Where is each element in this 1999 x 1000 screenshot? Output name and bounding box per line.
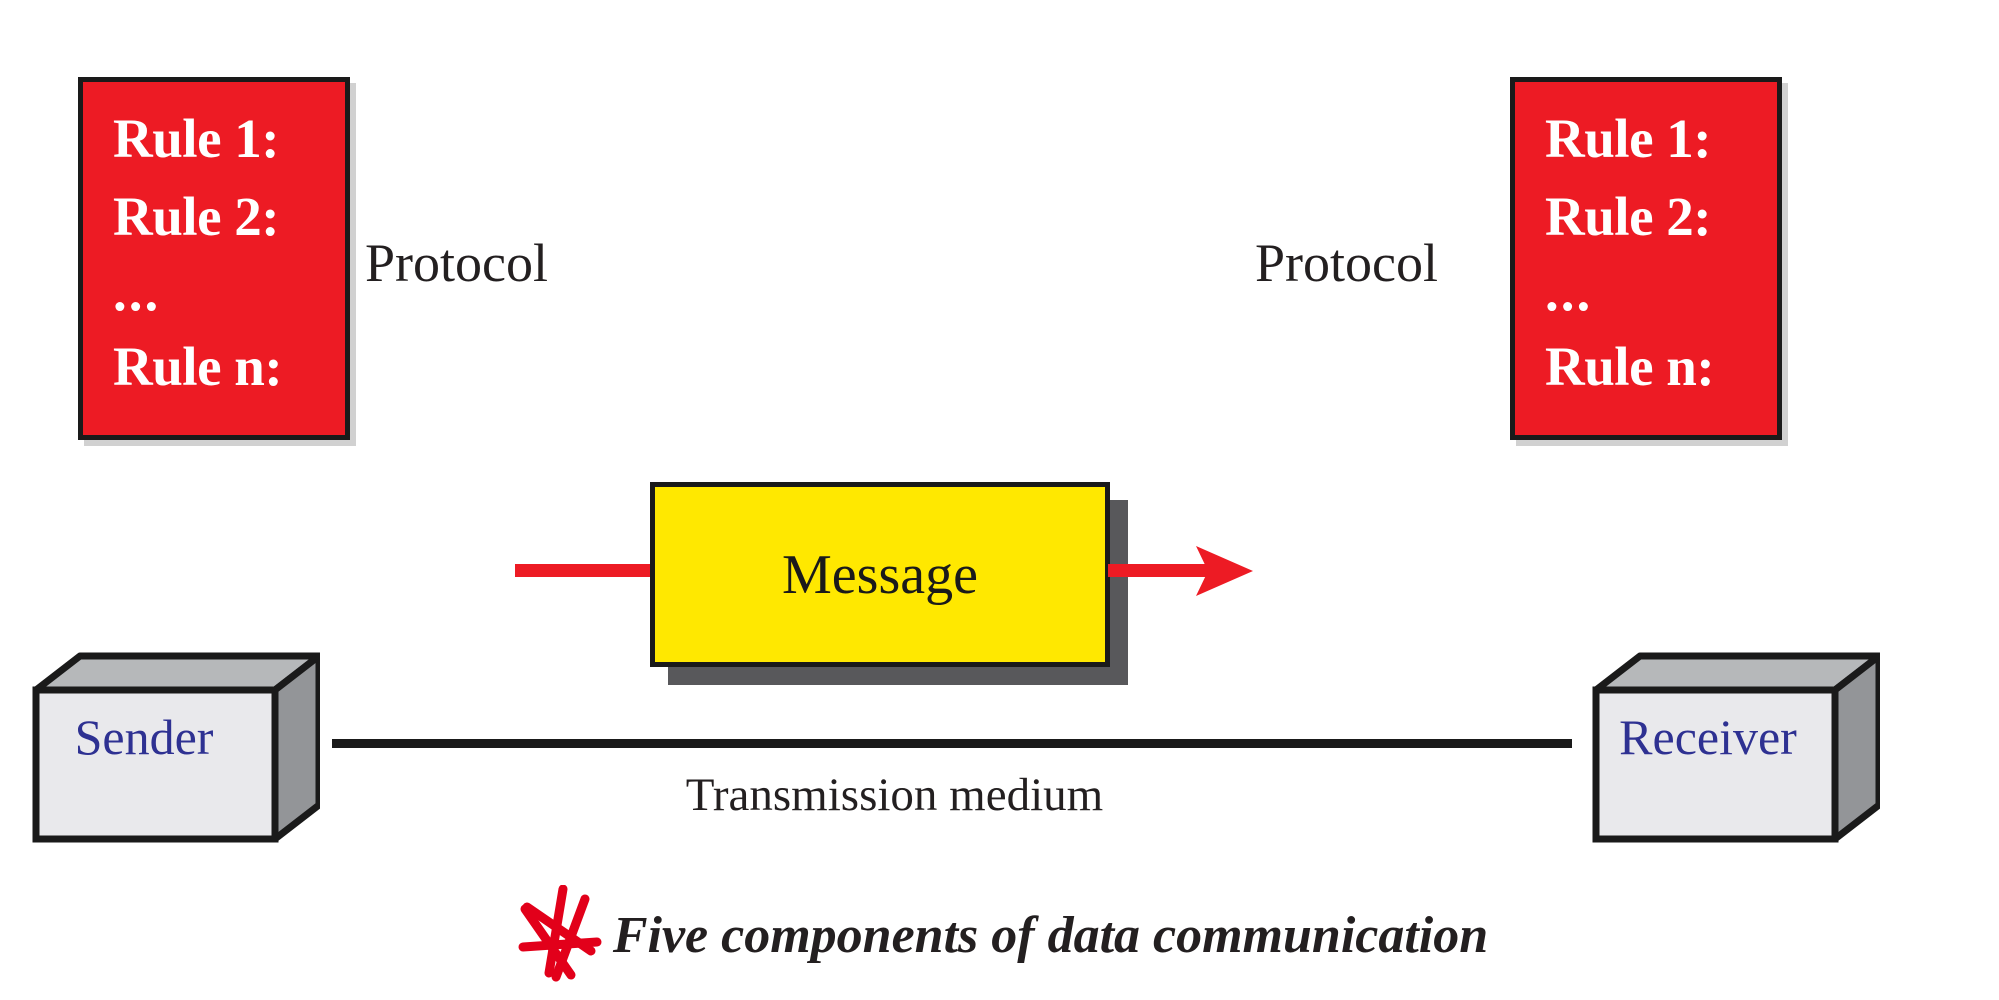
protocol-box-sender: Rule 1: Rule 2: ... Rule n: <box>78 77 350 440</box>
protocol-rule-1: Rule 1: <box>113 108 280 169</box>
protocol-label-sender: Protocol <box>365 233 548 293</box>
receiver-device: Receiver <box>1590 650 1880 845</box>
message-box: Message <box>650 482 1110 667</box>
transmission-medium-line <box>332 739 1572 748</box>
protocol-rule-2: Rule 2: <box>113 186 280 247</box>
protocol-label-receiver: Protocol <box>1255 233 1438 293</box>
protocol-box-receiver: Rule 1: Rule 2: ... Rule n: <box>1510 77 1782 440</box>
right-arrow-icon <box>1108 546 1253 596</box>
protocol-rule-n: Rule n: <box>1545 336 1715 397</box>
protocol-rule-n: Rule n: <box>113 336 283 397</box>
3d-box-icon <box>1592 652 1880 843</box>
caption: Five components of data communication <box>0 885 1999 985</box>
message-label: Message <box>782 543 978 606</box>
sender-label: Sender <box>74 709 214 765</box>
message-flow-line <box>515 564 655 577</box>
3d-box-icon <box>32 652 320 843</box>
transmission-medium-label-wrap: Transmission medium <box>0 768 1999 822</box>
protocol-rule-ellipsis: ... <box>1545 261 1593 322</box>
protocol-rule-2: Rule 2: <box>1545 186 1712 247</box>
red-star-icon <box>518 885 602 982</box>
sender-device: Sender <box>30 650 320 845</box>
protocol-rule-ellipsis: ... <box>113 261 161 322</box>
receiver-label: Receiver <box>1619 709 1797 765</box>
protocol-rule-1: Rule 1: <box>1545 108 1712 169</box>
caption-text: Five components of data communication <box>612 906 1489 964</box>
transmission-medium-label: Transmission medium <box>685 769 1104 821</box>
